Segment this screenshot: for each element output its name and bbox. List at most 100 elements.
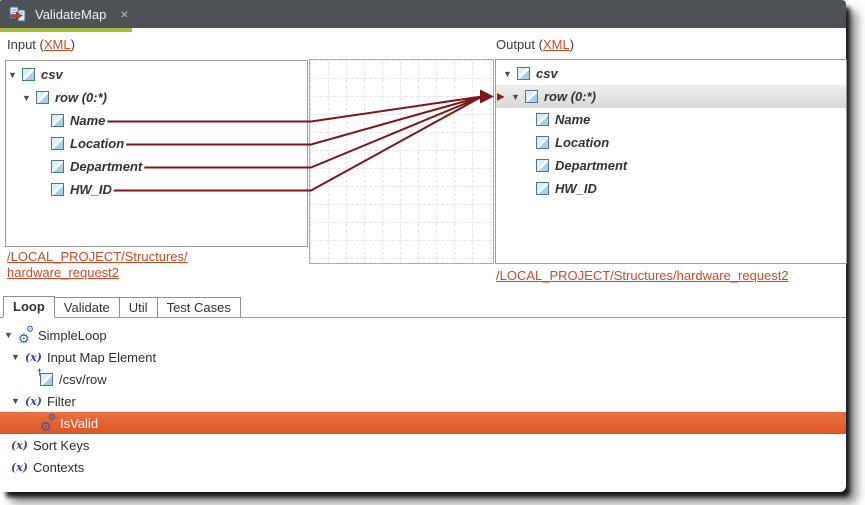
- loop-tree: ▼⚙⚙SimpleLoop▼(x)Input Map Element†/csv/…: [0, 318, 846, 486]
- expander-triangle-icon[interactable]: ▼: [11, 396, 20, 406]
- tab-test-cases[interactable]: Test Cases: [157, 297, 241, 317]
- gear-icon: ⚙: [26, 323, 35, 334]
- input-tree-item-row-0[interactable]: ▼ row (0:*): [6, 86, 307, 109]
- expression-fx-icon: (x): [25, 394, 42, 408]
- input-tree-item-hw-id-label: HW_ID: [70, 182, 112, 197]
- xml-element-icon: [536, 159, 549, 172]
- tab-validate[interactable]: Validate: [54, 297, 120, 317]
- xml-element-icon: [517, 67, 530, 80]
- output-xml-link[interactable]: XML: [542, 37, 570, 52]
- tab-loop[interactable]: Loop: [3, 296, 55, 318]
- gear-icon: ⚙: [40, 418, 52, 434]
- input-tree-item-csv-label: csv: [41, 67, 63, 82]
- xml-element-icon: [51, 183, 64, 196]
- loop-tree-item-contexts[interactable]: (x) Contexts: [0, 456, 846, 478]
- expander-triangle-icon[interactable]: ▼: [503, 68, 512, 79]
- expression-fx-icon: (x): [11, 438, 28, 452]
- input-tree-item-csv[interactable]: ▼ csv: [6, 63, 307, 86]
- input-structure-link-line2: hardware_request2: [7, 265, 120, 280]
- xml-element-icon: [525, 90, 538, 103]
- input-header-suffix: ): [70, 37, 75, 52]
- loop-tree-item-csv-row[interactable]: † /csv/row: [0, 367, 846, 390]
- gear-icon: ⚙: [18, 330, 30, 346]
- output-tree-item-row-0[interactable]: ▶▼row (0:*): [496, 85, 846, 108]
- gear-icon: ⚙: [48, 411, 57, 422]
- loop-tree-item-sort-keys[interactable]: (x) Sort Keys: [0, 434, 846, 456]
- xml-element-icon: [536, 136, 549, 149]
- output-structure-link[interactable]: /LOCAL_PROJECT/Structures/hardware_reque…: [496, 268, 789, 283]
- xml-element-icon: [536, 182, 549, 195]
- tab-validatemap-label: ValidateMap: [35, 6, 107, 22]
- editor-tab-bar: ValidateMap ×: [0, 0, 846, 28]
- xml-element-icon: [51, 137, 64, 150]
- map-file-icon: [9, 6, 26, 22]
- output-tree-item-csv[interactable]: ▼ csv: [496, 62, 846, 85]
- output-tree-item-location-label: Location: [555, 135, 610, 150]
- input-tree-item-row-0-label: row (0:*): [55, 90, 107, 105]
- output-tree-item-department[interactable]: Department: [496, 154, 846, 177]
- mapping-canvas[interactable]: [309, 59, 494, 264]
- validatemap-window: ValidateMap × Input (XML) Output (XML) ▼…: [0, 0, 847, 486]
- input-header: Input (XML): [7, 37, 75, 52]
- active-tab-accent: [0, 28, 132, 32]
- loop-tree-item-isvalid-label: IsValid: [60, 415, 99, 431]
- loop-tree-item-filter-label: Filter: [46, 393, 76, 409]
- new-marker-icon: †: [37, 366, 43, 377]
- close-tab-icon[interactable]: ×: [120, 6, 129, 22]
- xml-element-icon: [51, 114, 64, 127]
- expander-triangle-icon[interactable]: ▼: [511, 91, 520, 102]
- loop-tree-item-filter[interactable]: ▼ (x) Filter: [0, 390, 846, 412]
- input-structure-link-line1: /LOCAL_PROJECT/Structures/: [7, 249, 188, 264]
- output-tree-item-department-label: Department: [555, 158, 628, 173]
- loop-tree-item-csv-row-label: /csv/row: [59, 371, 107, 387]
- mapping-canvas-grid: [310, 60, 493, 263]
- tab-util[interactable]: Util: [119, 297, 158, 317]
- input-tree-item-location-label: Location: [70, 136, 125, 151]
- output-tree-item-location[interactable]: Location: [496, 131, 846, 154]
- loop-tree-item-simpleloop[interactable]: ▼⚙⚙SimpleLoop: [0, 324, 846, 346]
- input-tree-item-department[interactable]: Department: [6, 155, 307, 178]
- loop-tree-item-contexts-label: Contexts: [32, 459, 85, 475]
- loop-tree-item-input-map-element-label: Input Map Element: [46, 349, 157, 365]
- expander-triangle-icon[interactable]: ▼: [22, 92, 31, 103]
- loop-tree-item-input-map-element[interactable]: ▼ (x) Input Map Element: [0, 346, 846, 368]
- input-structure-link[interactable]: /LOCAL_PROJECT/Structures/hardware_reque…: [7, 249, 188, 281]
- output-tree-item-csv-label: csv: [536, 66, 558, 81]
- output-tree-item-hw-id-label: HW_ID: [555, 181, 597, 196]
- output-tree-item-hw-id[interactable]: HW_ID: [496, 177, 846, 200]
- expander-triangle-icon[interactable]: ▼: [11, 352, 20, 362]
- input-tree-item-hw-id[interactable]: HW_ID: [6, 178, 307, 201]
- input-xml-link[interactable]: XML: [43, 37, 71, 52]
- function-gears-icon: ⚙⚙: [18, 323, 35, 346]
- mapped-row-marker-icon: ▶: [497, 91, 505, 102]
- output-header-suffix: ): [569, 37, 575, 52]
- expander-triangle-icon[interactable]: ▼: [8, 69, 17, 80]
- expander-triangle-icon[interactable]: ▼: [4, 330, 13, 340]
- function-gears-icon: ⚙⚙: [40, 411, 57, 434]
- mapping-area: Input (XML) Output (XML) ▼csv▼row (0:*)N…: [0, 32, 847, 296]
- output-header-prefix: Output (: [496, 37, 543, 52]
- input-tree-item-department-label: Department: [70, 159, 143, 174]
- xml-element-icon: [536, 113, 549, 126]
- loop-tree-item-sort-keys-label: Sort Keys: [32, 437, 90, 453]
- input-tree-item-location[interactable]: Location: [6, 132, 307, 155]
- loop-tree-item-simpleloop-label: SimpleLoop: [38, 327, 107, 343]
- output-tree-item-name[interactable]: Name: [496, 108, 846, 131]
- xml-element-icon: [51, 160, 64, 173]
- input-tree-item-name[interactable]: Name: [6, 109, 307, 132]
- expression-fx-icon: (x): [25, 350, 42, 364]
- xml-element-icon: [22, 68, 35, 81]
- new-element-icon: †: [37, 367, 53, 386]
- xml-element-icon: [36, 91, 49, 104]
- input-header-prefix: Input (: [7, 37, 44, 52]
- loop-tree-item-isvalid[interactable]: ⚙⚙IsValid: [0, 412, 846, 434]
- tab-validatemap[interactable]: ValidateMap ×: [0, 0, 137, 28]
- output-tree-item-name-label: Name: [555, 112, 591, 127]
- expression-fx-icon: (x): [11, 460, 28, 474]
